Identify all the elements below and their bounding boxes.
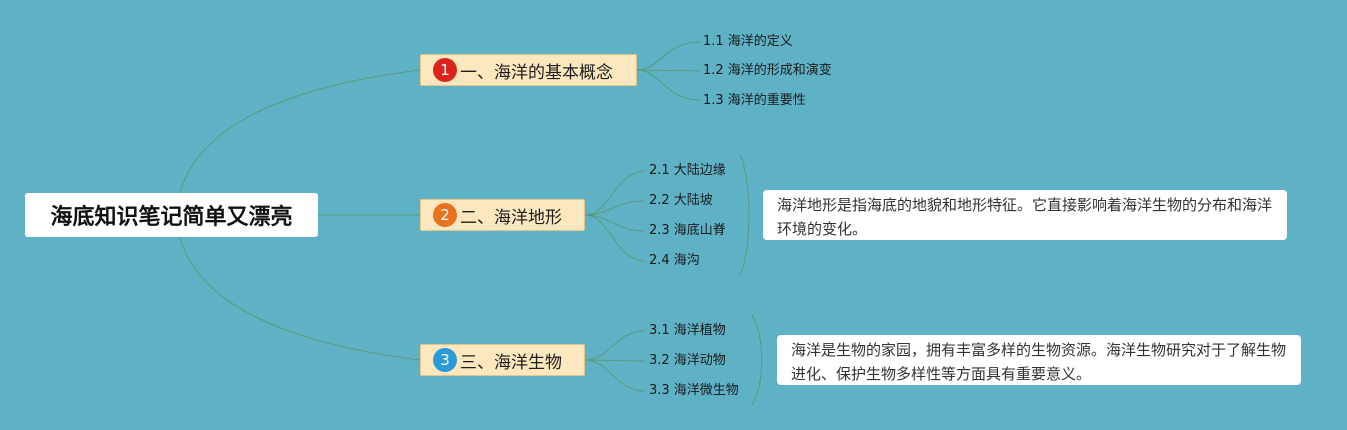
subtopic-2-3[interactable]: 2.3 海底山脊 bbox=[649, 223, 726, 238]
branch-topic-label: 三、海洋生物 bbox=[460, 352, 562, 373]
summary-note-3[interactable]: 海洋是生物的家园，拥有丰富多样的生物资源。海洋生物研究对于了解生物进化、保护生物… bbox=[777, 335, 1301, 385]
summary-note-text: 海洋是生物的家园，拥有丰富多样的生物资源。海洋生物研究对于了解生物进化、保护生物… bbox=[791, 341, 1287, 383]
subtopic-1-3[interactable]: 1.3 海洋的重要性 bbox=[703, 93, 806, 108]
subtopic-3-1[interactable]: 3.1 海洋植物 bbox=[649, 323, 726, 338]
branch-topic-2[interactable]: 2 二、海洋地形 bbox=[420, 199, 585, 231]
branch-topic-label: 一、海洋的基本概念 bbox=[460, 62, 613, 83]
summary-note-2[interactable]: 海洋地形是指海底的地貌和地形特征。它直接影响着海洋生物的分布和海洋环境的变化。 bbox=[763, 190, 1287, 240]
root-topic[interactable]: 海底知识笔记简单又漂亮 bbox=[25, 193, 318, 237]
number-badge-icon: 1 bbox=[433, 58, 457, 82]
subtopic-3-3[interactable]: 3.3 海洋微生物 bbox=[649, 383, 739, 398]
summary-note-text: 海洋地形是指海底的地貌和地形特征。它直接影响着海洋生物的分布和海洋环境的变化。 bbox=[777, 196, 1273, 238]
subtopic-2-4[interactable]: 2.4 海沟 bbox=[649, 253, 700, 268]
subtopic-1-2[interactable]: 1.2 海洋的形成和演变 bbox=[703, 63, 832, 78]
number-badge-icon: 3 bbox=[433, 348, 457, 372]
subtopic-1-1[interactable]: 1.1 海洋的定义 bbox=[703, 34, 793, 49]
branch-topic-label: 二、海洋地形 bbox=[460, 207, 562, 228]
number-badge-icon: 2 bbox=[433, 203, 457, 227]
subtopic-2-2[interactable]: 2.2 大陆坡 bbox=[649, 193, 713, 208]
subtopic-2-1[interactable]: 2.1 大陆边缘 bbox=[649, 163, 726, 178]
root-topic-label: 海底知识笔记简单又漂亮 bbox=[50, 205, 293, 230]
subtopic-3-2[interactable]: 3.2 海洋动物 bbox=[649, 353, 726, 368]
branch-topic-3[interactable]: 3 三、海洋生物 bbox=[420, 344, 585, 376]
branch-topic-1[interactable]: 1 一、海洋的基本概念 bbox=[420, 54, 637, 86]
